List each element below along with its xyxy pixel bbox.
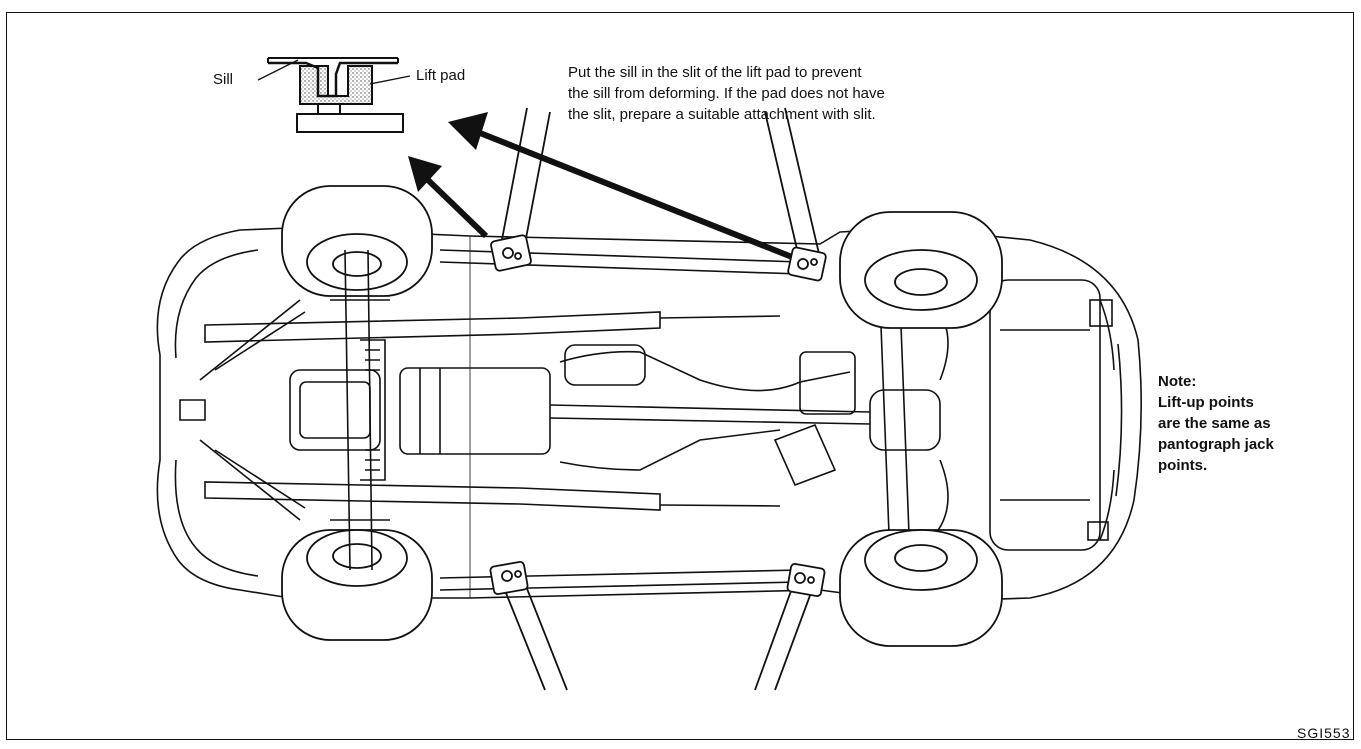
sill-label: Sill	[213, 71, 234, 88]
note-line: Lift-up points	[1158, 394, 1254, 411]
wheel-front-left	[281, 185, 433, 297]
fuel-tank	[989, 279, 1101, 551]
lift-arm-rear-bottom	[754, 562, 826, 691]
lift-pad-label: Lift pad	[416, 67, 466, 84]
wheel-rear-left	[839, 211, 1003, 329]
front-suspension	[330, 249, 390, 571]
frame-rail-top	[204, 311, 661, 343]
lift-pad-detail	[257, 57, 411, 133]
muffler-rear	[799, 351, 856, 415]
arrows	[408, 112, 794, 260]
lift-arms	[489, 107, 827, 691]
exhaust-pipe	[559, 350, 851, 471]
note-heading: Note:	[1158, 373, 1197, 390]
steering-rack	[360, 339, 386, 481]
note-text: Note: Lift-up points are the same as pan…	[1158, 371, 1274, 476]
frame-rail-bottom	[204, 481, 661, 511]
instruction-text: Put the sill in the slit of the lift pad…	[568, 62, 1038, 125]
sill-flange	[268, 61, 398, 98]
sill-leader	[257, 59, 299, 81]
pad-base-arm	[296, 113, 404, 133]
lift-arm-rear-top	[764, 107, 827, 282]
lift-arm-front-top	[490, 107, 551, 272]
engine	[289, 369, 381, 451]
lift-pad-leader	[369, 75, 411, 85]
lift-arm-front-bottom	[489, 560, 568, 691]
arrow-rear-head	[448, 112, 488, 150]
wheel-rear-right	[839, 529, 1003, 647]
vehicle-body	[156, 227, 1142, 603]
propeller-shaft	[549, 404, 871, 425]
transmission	[399, 367, 551, 455]
wheels	[281, 185, 1003, 647]
body-outline	[156, 227, 1142, 603]
instruction-line: the sill from deforming. If the pad does…	[568, 85, 885, 102]
note-line: pantograph jack	[1158, 436, 1274, 453]
arrow-front-shaft	[425, 177, 489, 239]
instruction-line: Put the sill in the slit of the lift pad…	[568, 64, 862, 81]
diagram-frame	[6, 12, 1354, 740]
note-line: points.	[1158, 457, 1208, 474]
instruction-line: the slit, prepare a suitable attachment …	[568, 106, 876, 123]
arrow-rear-shaft	[478, 130, 794, 260]
wheel-front-right	[281, 529, 433, 641]
muffler-center	[564, 344, 646, 386]
note-line: are the same as	[1158, 415, 1271, 432]
figure-code: SGI553	[1297, 725, 1351, 741]
arrow-front-head	[408, 156, 442, 192]
